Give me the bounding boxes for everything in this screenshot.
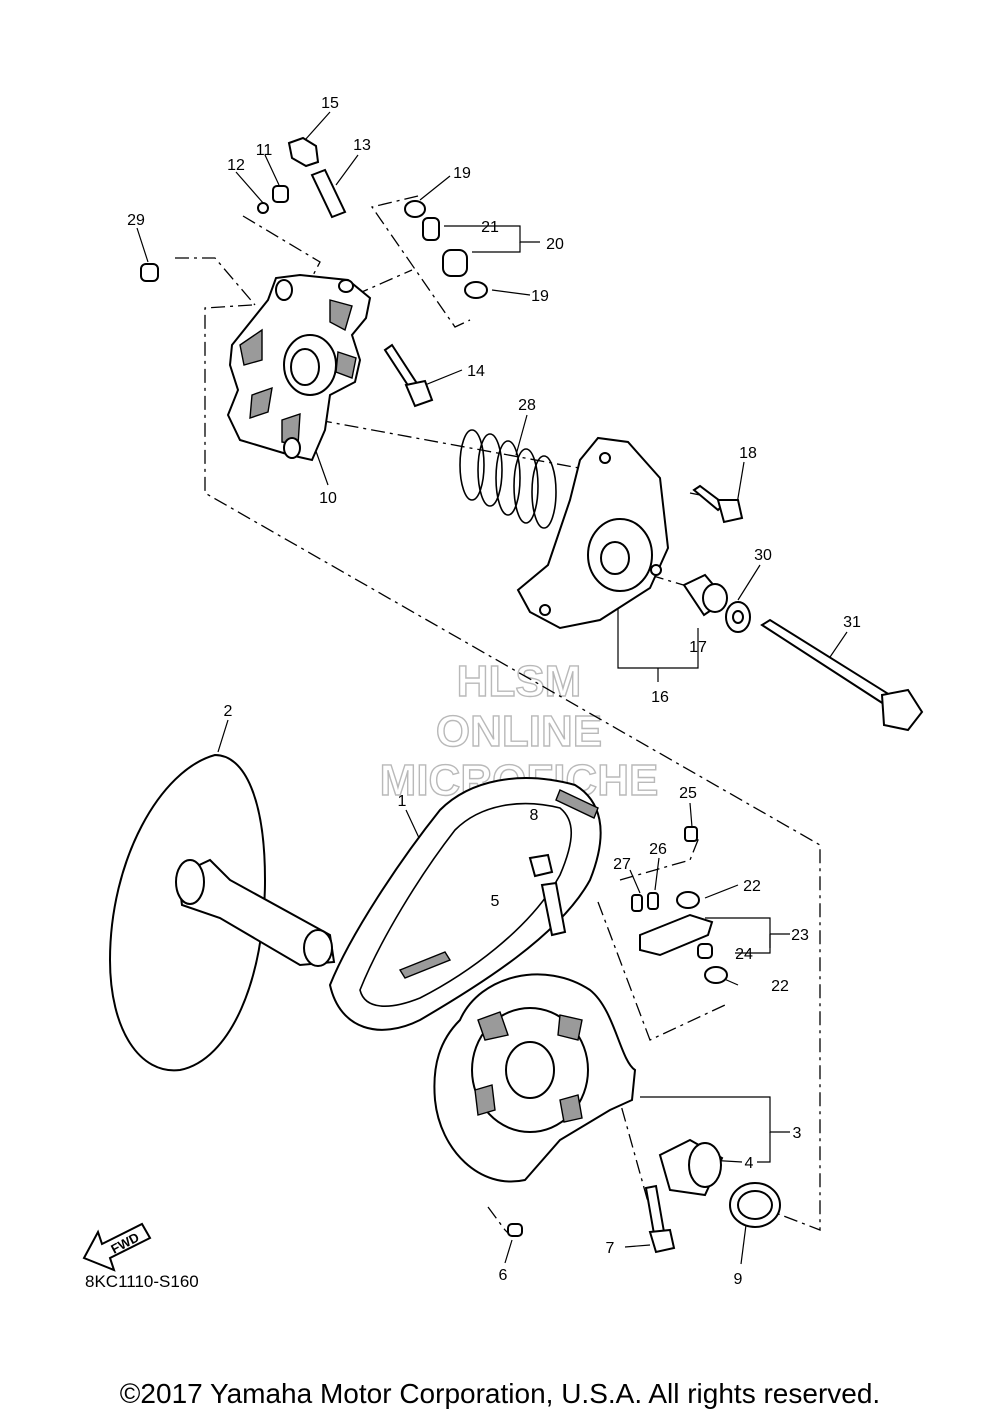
callout-20: 20 xyxy=(546,236,564,253)
callout-13: 13 xyxy=(353,137,371,154)
rollers xyxy=(404,200,488,299)
callout-17: 17 xyxy=(689,639,707,656)
callout-23: 23 xyxy=(791,927,809,944)
bearing-4 xyxy=(658,1138,724,1197)
fwd-label: FWD xyxy=(108,1230,141,1257)
callout-8: 8 xyxy=(530,807,539,824)
bolt-7 xyxy=(644,1184,676,1254)
callout-labels: 15 13 11 12 29 19 21 20 19 14 28 10 18 3… xyxy=(127,95,861,1288)
callout-5: 5 xyxy=(491,893,500,910)
callout-10: 10 xyxy=(319,490,337,507)
exploded-view-drawing: HLSM ONLINE MICROFICHE xyxy=(82,95,924,1291)
watermark-line-2: ONLINE xyxy=(436,707,602,756)
callout-15: 15 xyxy=(321,95,339,112)
callout-2: 2 xyxy=(224,703,233,720)
callout-14: 14 xyxy=(467,363,485,380)
fixed-sheave-2 xyxy=(108,753,336,1072)
washer-30 xyxy=(725,601,751,633)
callout-31: 31 xyxy=(843,614,861,631)
callout-22-lower: 22 xyxy=(771,978,789,995)
pin-5-and-nut-8 xyxy=(528,853,567,937)
spider-carrier xyxy=(226,273,372,462)
callout-21: 21 xyxy=(481,219,499,236)
callout-26: 26 xyxy=(649,841,667,858)
callout-11: 11 xyxy=(256,142,273,159)
bolt-31 xyxy=(760,618,924,732)
callout-16: 16 xyxy=(651,689,669,706)
bushing-17 xyxy=(682,573,728,617)
callout-7: 7 xyxy=(606,1240,615,1257)
callout-30: 30 xyxy=(754,547,772,564)
callout-6: 6 xyxy=(499,1267,508,1284)
copyright-notice: ©2017 Yamaha Motor Corporation, U.S.A. A… xyxy=(119,1378,881,1409)
callout-12: 12 xyxy=(227,157,245,174)
cover-16 xyxy=(516,436,670,630)
bolt-14 xyxy=(383,343,434,408)
plug-6 xyxy=(507,1223,523,1237)
drawing-code: 8KC1110-S160 xyxy=(85,1272,199,1291)
callout-19-upper: 19 xyxy=(453,165,471,182)
fwd-arrow-icon: FWD xyxy=(82,1222,152,1272)
callout-18: 18 xyxy=(739,445,757,462)
callout-9: 9 xyxy=(734,1271,743,1288)
ring-9 xyxy=(729,1182,781,1228)
callout-1: 1 xyxy=(398,793,407,810)
callout-19-lower: 19 xyxy=(531,288,549,305)
weight-assembly xyxy=(631,826,728,984)
callout-4: 4 xyxy=(745,1155,754,1172)
callout-22-upper: 22 xyxy=(743,878,761,895)
callout-29: 29 xyxy=(127,212,145,229)
movable-sheave-3 xyxy=(433,973,637,1183)
pins-and-bushings xyxy=(140,136,347,282)
callout-25: 25 xyxy=(679,785,697,802)
callout-27: 27 xyxy=(613,856,631,873)
callout-3: 3 xyxy=(793,1125,802,1142)
bolt-18 xyxy=(692,484,744,524)
belt-1 xyxy=(328,777,602,1031)
callout-28: 28 xyxy=(518,397,536,414)
callout-24: 24 xyxy=(735,946,753,963)
watermark-line-1: HLSM xyxy=(457,657,582,706)
spring-28 xyxy=(459,429,557,529)
